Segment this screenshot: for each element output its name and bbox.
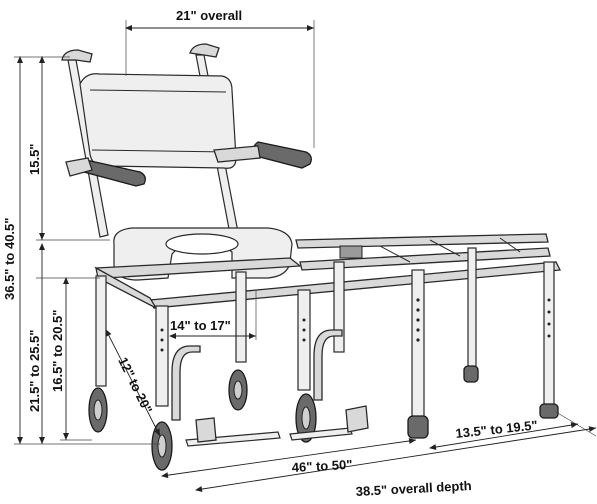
- leg-6: [411, 269, 425, 419]
- leg-2: [155, 305, 169, 407]
- backrest-pad: [79, 73, 237, 169]
- leg-5: [333, 261, 345, 353]
- leg-7: [467, 247, 477, 369]
- label-bench-span: 46" to 50": [291, 457, 352, 475]
- label-back-height: 15.5": [27, 144, 42, 175]
- label-arm-height: 21.5" to 25.5": [27, 330, 42, 412]
- leg-3: [235, 271, 247, 363]
- leg-1: [95, 275, 107, 387]
- foot-back: [463, 365, 479, 383]
- dimension-lines: [14, 20, 597, 493]
- armrest-bracket-left: [65, 157, 93, 177]
- foot-front: [407, 415, 429, 439]
- push-handle-right: [189, 43, 220, 58]
- foot-end: [539, 403, 559, 419]
- label-seat-width: 14" to 17": [170, 318, 231, 333]
- foot-bracket-1: [195, 417, 217, 443]
- commode-bench-drawing: [61, 43, 562, 471]
- seat-opening: [165, 233, 239, 255]
- bucket-holder: [339, 245, 363, 259]
- bench-rail-mid: [299, 247, 551, 271]
- caster-bracket-2: [313, 329, 343, 401]
- dim-line-bench-height: [429, 422, 579, 451]
- label-width-overall: 21" overall: [176, 8, 242, 23]
- foot-bracket-2: [345, 405, 369, 433]
- dim-line-seat-depth: [105, 329, 161, 437]
- bench-rail-back: [295, 233, 549, 249]
- label-total-height: 36.5" to 40.5": [2, 218, 17, 300]
- label-overall-depth: 38.5" overall depth: [355, 478, 472, 499]
- caster-bracket-1: [171, 345, 201, 421]
- push-handle-left: [61, 49, 93, 63]
- armrest-bracket-right: [213, 145, 261, 163]
- label-seat-depth: 12" to 20": [115, 355, 155, 416]
- label-seat-height: 16.5" to 20.5": [50, 310, 65, 392]
- armrest-right: [252, 141, 312, 169]
